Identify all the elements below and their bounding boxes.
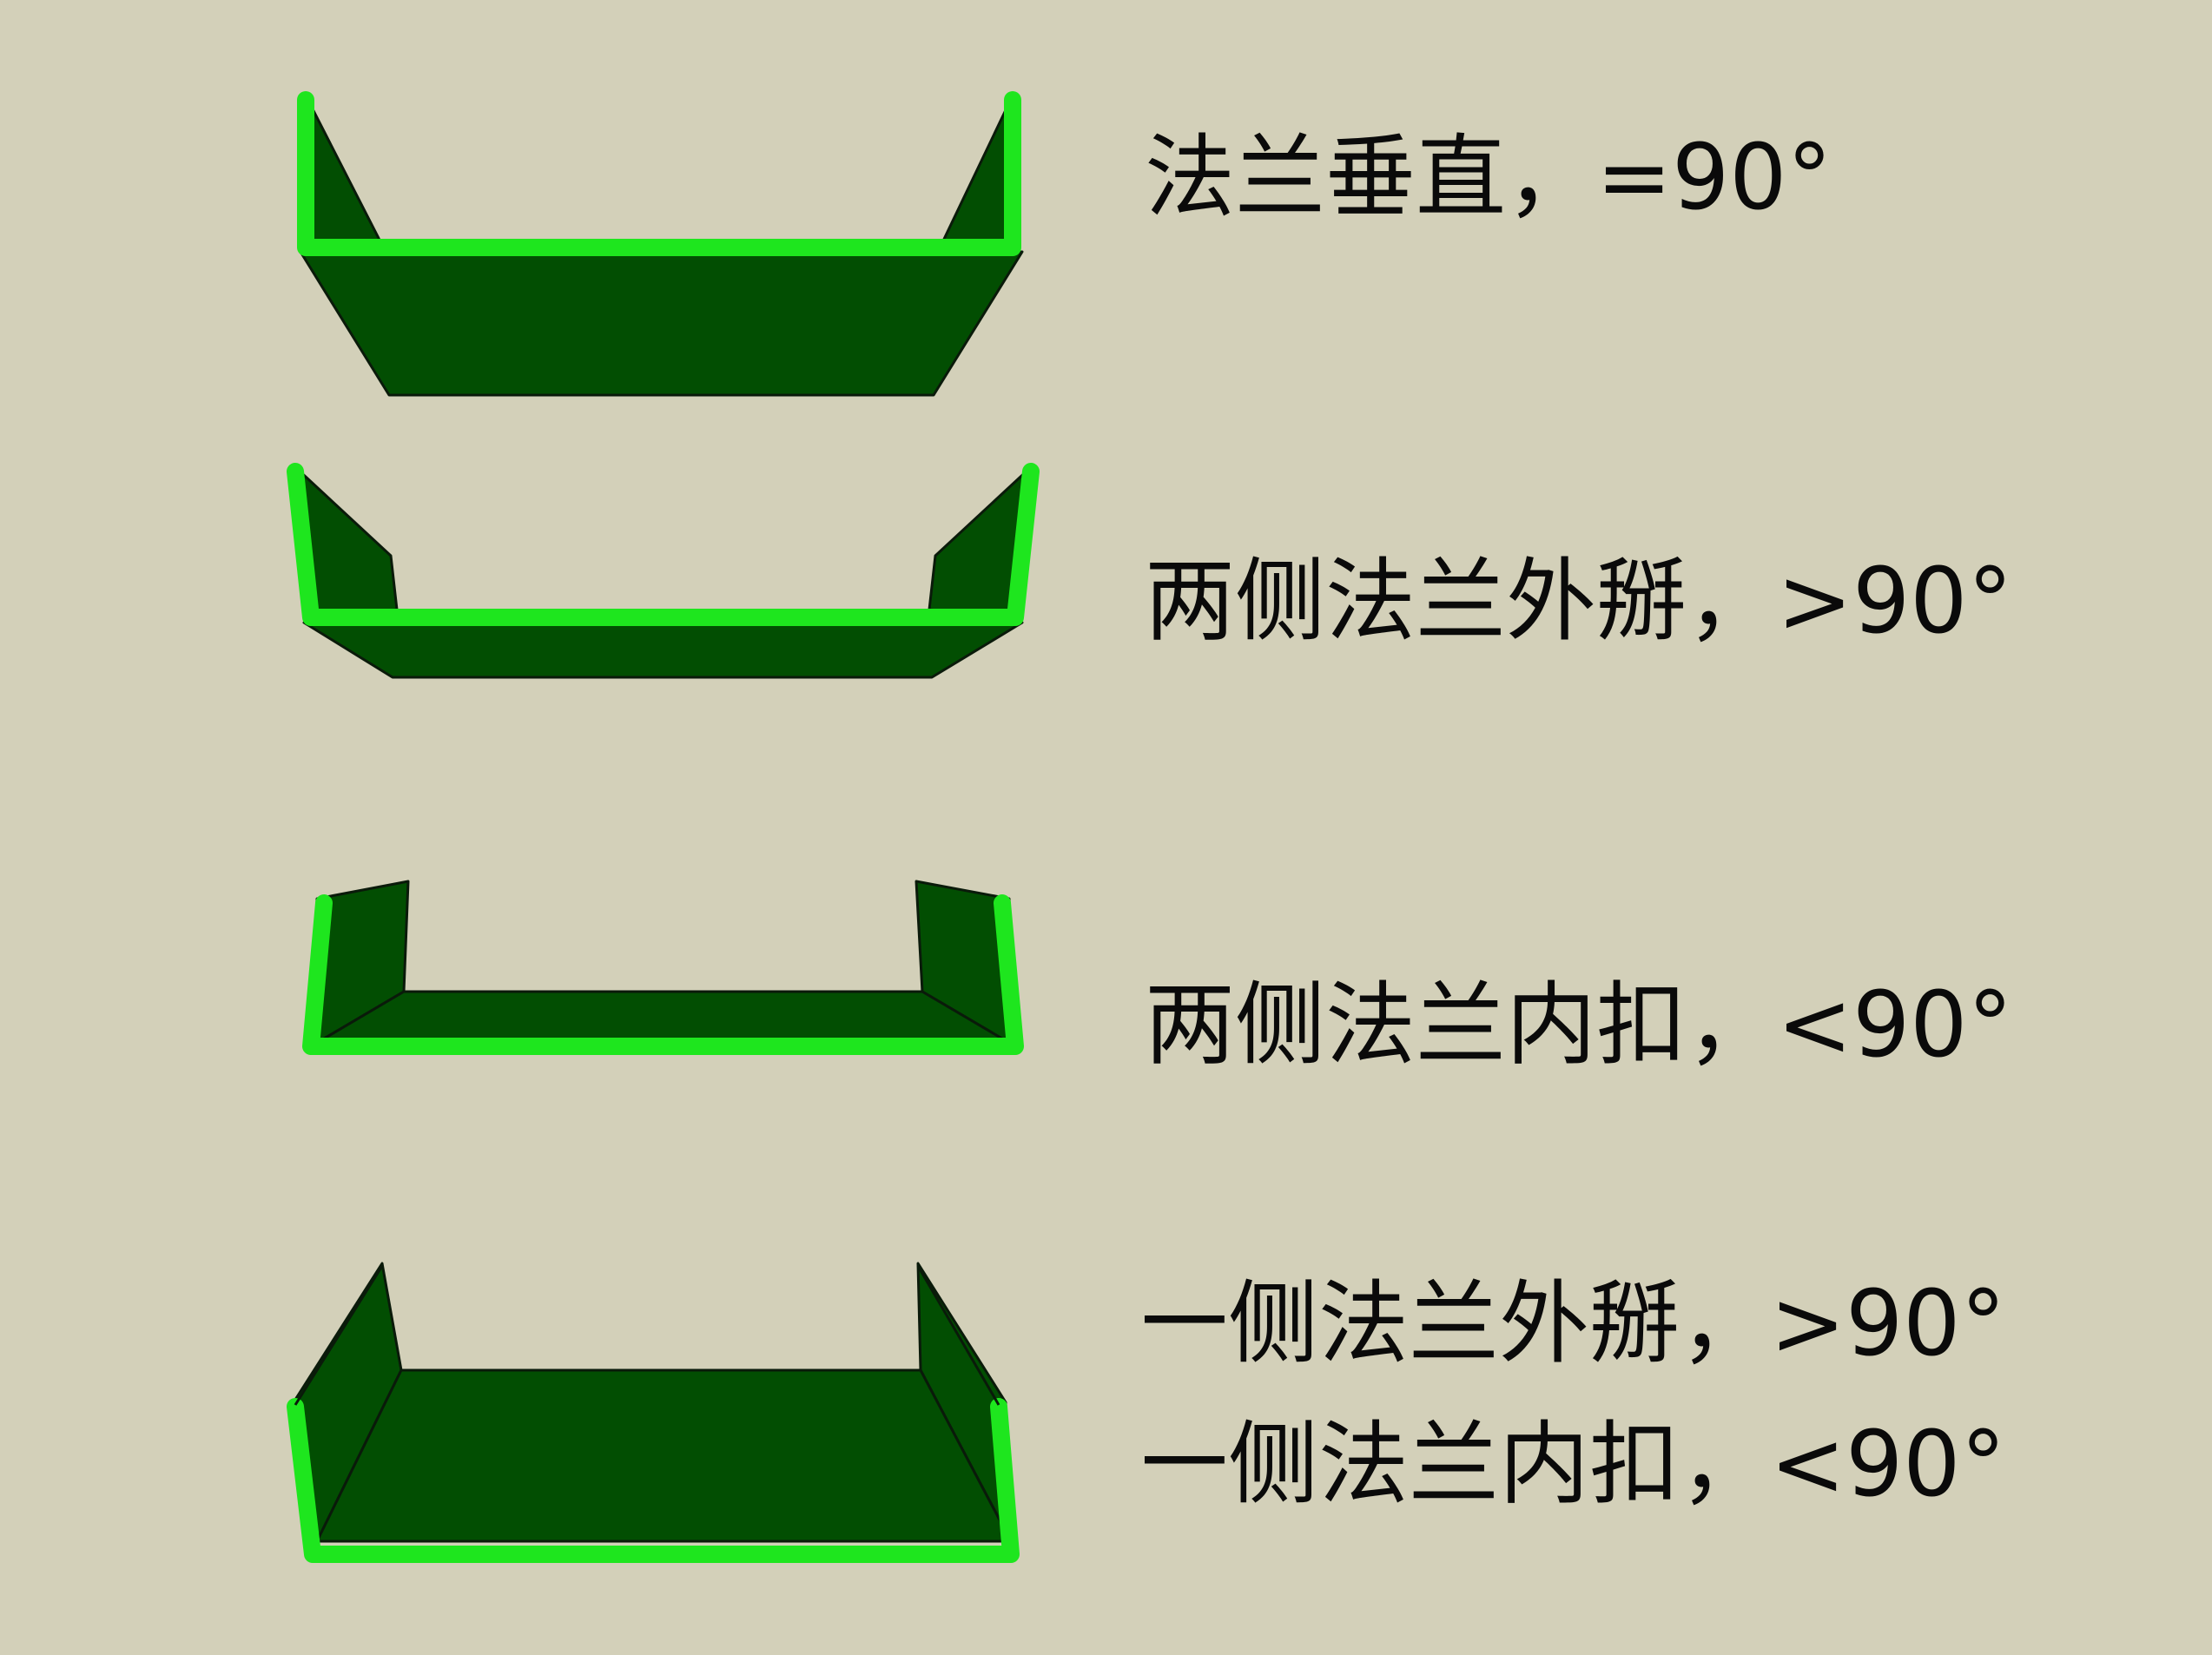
- top-edge-profile: [302, 894, 1024, 1055]
- label-one-flange-out: 一侧法兰外掰，>90°: [1145, 1278, 2006, 1368]
- top-edge-profile: [287, 463, 1040, 626]
- label-one-flange-in-clip: 一侧法兰内扣，<90°: [1145, 1419, 2204, 1509]
- inner-web-face: [315, 1368, 1013, 1543]
- left-flange-face: [304, 94, 387, 254]
- right-flange-top-edge: [916, 1265, 1000, 1406]
- outer-web-face: [302, 621, 1024, 679]
- label-both-flanges-out: 两侧法兰外掰，>90°: [1145, 548, 2013, 654]
- channel-vertical-flanges: [297, 91, 1024, 397]
- top-edge-profile: [297, 91, 1021, 256]
- right-flange-face: [936, 94, 1014, 254]
- label-flange-vertical: 法兰垂直，=90°: [1145, 124, 1832, 230]
- left-flange-top-edge: [294, 1265, 384, 1406]
- label-one-flange-out-clip: 一侧法兰外掰，>90°: [1145, 1278, 2204, 1368]
- label-both-flanges-in: 两侧法兰内扣，<90°: [1145, 972, 2013, 1078]
- channel-mixed-flanges: [287, 1262, 1020, 1563]
- channel-both-flanges-out: [287, 463, 1040, 679]
- label-one-flange-in: 一侧法兰内扣，<90°: [1145, 1419, 2006, 1509]
- outer-web-face: [299, 250, 1024, 397]
- channel-both-flanges-in: [302, 880, 1024, 1055]
- top-edge-profile: [287, 1398, 1020, 1563]
